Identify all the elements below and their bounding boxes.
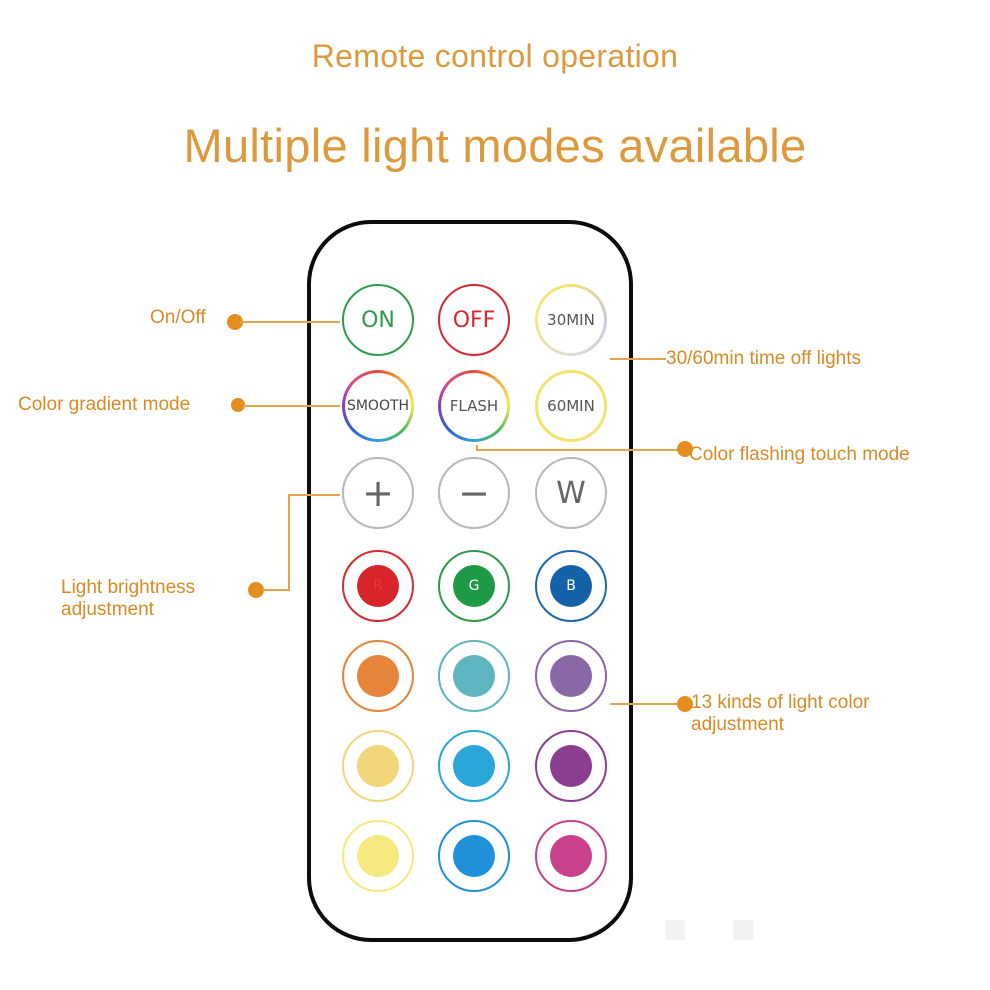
callout-brightness-line1: Light brightness [61,577,196,598]
flash-button[interactable]: FLASH [438,370,510,442]
callout-line-gradient [243,405,340,407]
callout-flash: Color flashing touch mode [689,444,910,465]
color-magenta-button[interactable] [535,820,607,892]
edge-artifact [733,920,753,940]
white-light-button[interactable]: W [535,457,607,529]
teal-swatch [453,655,495,697]
color-lavender-button[interactable] [535,640,607,712]
color-teal-button[interactable] [438,640,510,712]
red-swatch: R [357,565,399,607]
timer-30min-button[interactable]: 30MIN [535,284,607,356]
color-purple-button[interactable] [535,730,607,802]
blue-button[interactable]: B [535,550,607,622]
color-lemon-button[interactable] [342,820,414,892]
timer-30min-label: 30MIN [547,311,595,329]
red-button[interactable]: R [342,550,414,622]
green-label: G [468,578,480,594]
callout-colors: 13 kinds of light color adjustment [691,692,870,736]
green-swatch: G [453,565,495,607]
callout-gradient: Color gradient mode [18,394,191,415]
plus-icon: + [362,471,394,515]
callout-line-brightness-a [262,589,290,591]
blue-light-swatch [453,835,495,877]
minus-icon: − [458,471,490,515]
edge-artifact [665,920,685,940]
subtitle: Remote control operation [311,38,679,74]
color-blue-button[interactable] [438,820,510,892]
callout-colors-line1: 13 kinds of light color [691,692,870,713]
smooth-label: SMOOTH [346,398,410,414]
brightness-down-button[interactable]: − [438,457,510,529]
magenta-swatch [550,835,592,877]
color-orange-button[interactable] [342,640,414,712]
callout-colors-line2: adjustment [691,714,784,735]
off-button-label: OFF [452,307,496,333]
white-label: W [556,475,586,511]
blue-swatch: B [550,565,592,607]
callout-marker-colors [677,696,693,712]
callout-on-off: On/Off [150,307,206,328]
callout-line-timer [610,358,666,360]
color-sky-blue-button[interactable] [438,730,510,802]
callout-timer: 30/60min time off lights [666,348,862,369]
off-button[interactable]: OFF [438,284,510,356]
callout-marker-flash [677,441,693,457]
lavender-swatch [550,655,592,697]
green-button[interactable]: G [438,550,510,622]
on-button-label: ON [361,307,395,333]
smooth-button[interactable]: SMOOTH [342,370,414,442]
page-title: Multiple light modes available [183,119,807,172]
on-button[interactable]: ON [342,284,414,356]
flash-label: FLASH [449,397,499,415]
color-pale-yellow-button[interactable] [342,730,414,802]
callout-marker-gradient [231,398,245,412]
callout-marker-on-off [227,314,243,330]
red-label: R [373,578,383,594]
lemon-swatch [357,835,399,877]
timer-60min-button[interactable]: 60MIN [535,370,607,442]
sky-blue-swatch [453,745,495,787]
callout-marker-brightness [248,582,264,598]
callout-line-brightness-b [288,494,290,591]
callout-line-on-off [240,321,340,323]
brightness-up-button[interactable]: + [342,457,414,529]
callout-line-flash-a [476,445,478,451]
orange-swatch [357,655,399,697]
pale-yellow-swatch [357,745,399,787]
purple-swatch [550,745,592,787]
callout-brightness-line2: adjustment [61,599,154,620]
callout-line-flash-b [476,449,678,451]
timer-60min-label: 60MIN [547,397,595,415]
callout-brightness: Light brightness adjustment [61,577,195,621]
blue-label: B [566,578,576,594]
callout-line-brightness-c [288,494,340,496]
callout-line-colors [610,703,678,705]
